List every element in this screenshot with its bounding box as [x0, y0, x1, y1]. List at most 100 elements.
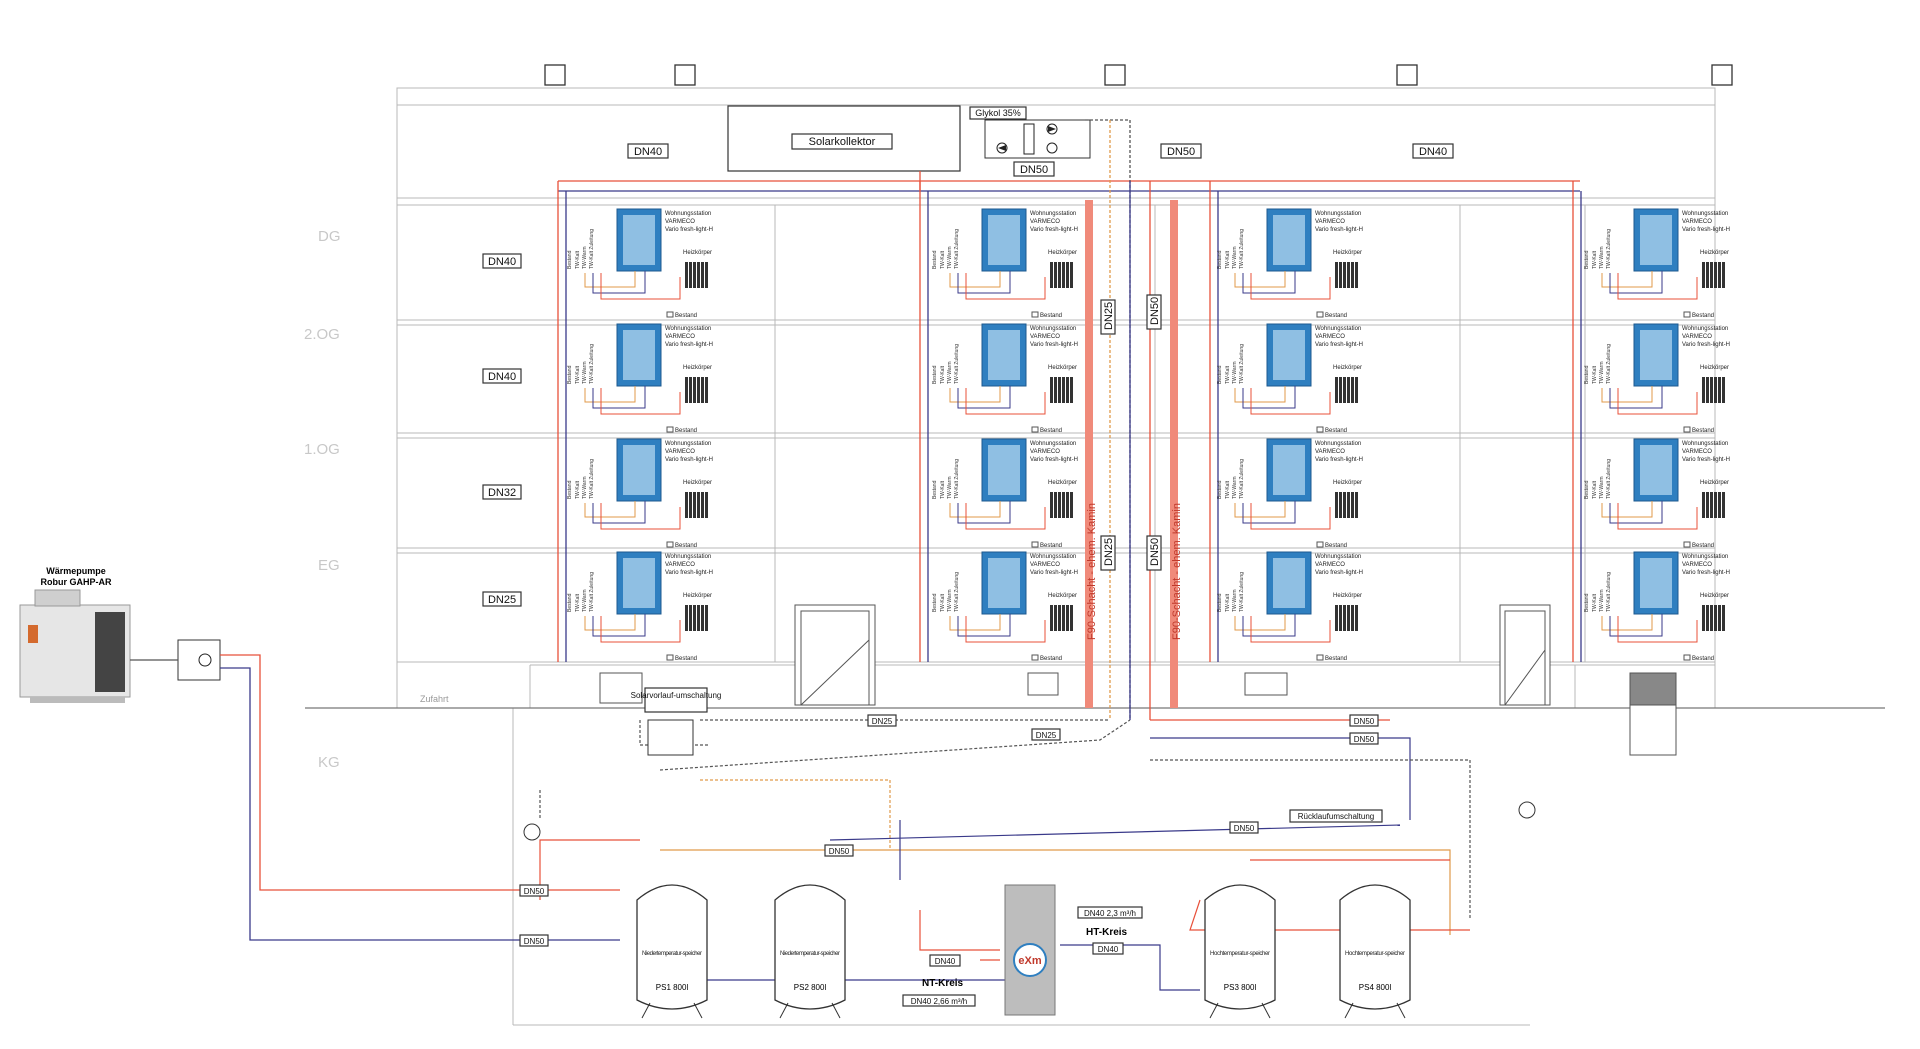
station-pipe [1234, 614, 1286, 631]
radiator-fin [1062, 492, 1065, 518]
station-existing-label: Bestand [1584, 250, 1590, 269]
solar-collector-label: Solarkollektor [791, 133, 893, 150]
dn-label-collector: DN50 [1013, 161, 1055, 177]
station-unit-inner [1640, 445, 1672, 495]
station-legend-label: TW-Warm [1599, 247, 1605, 270]
svg-text:Glykol 35%: Glykol 35% [975, 108, 1021, 118]
station-existing-bottom: Bestand [1692, 543, 1714, 549]
station-existing-label: Bestand [1584, 365, 1590, 384]
radiator-fin [1702, 377, 1705, 403]
station-legend-label: TW-Warm [1599, 362, 1605, 385]
station-pipe [600, 503, 681, 530]
station-pipe [584, 614, 636, 631]
station-title-line: Vario fresh-light-H [1315, 457, 1363, 463]
radiator-fin [701, 377, 704, 403]
station-title-line: VARMECO [665, 562, 695, 568]
svg-text:Solarkollektor: Solarkollektor [809, 136, 876, 148]
station-legend-label: TW-Warm [947, 362, 953, 385]
radiator-fin [1058, 492, 1061, 518]
station-title-line: Wohnungsstation [665, 441, 711, 447]
heatpump-pump-icon [198, 653, 212, 667]
station-existing-bottom: Bestand [1325, 313, 1347, 319]
station-legend-label: TW-Kalt [1592, 480, 1598, 499]
station-pipe [1617, 616, 1698, 643]
dn-label-top-right: DN40 [1412, 143, 1454, 159]
radiator-fin [693, 262, 696, 288]
station-pipe [584, 501, 636, 518]
chimneys [544, 64, 1733, 86]
station-unit-inner [1640, 215, 1672, 265]
station-legend-label: TW-Kalt Zuleitung [1606, 344, 1612, 384]
station-heater-label: Heizkörper [683, 480, 712, 486]
glycol-label: Glykol 35% [969, 106, 1027, 120]
station-title-line: VARMECO [665, 219, 695, 225]
radiator-fin [1070, 377, 1073, 403]
station-existing-label: Bestand [1217, 480, 1223, 499]
radiator-fin [1050, 605, 1053, 631]
svg-text:DN50: DN50 [1354, 717, 1375, 726]
radiator-fin [1335, 605, 1338, 631]
radiator-fin [1066, 262, 1069, 288]
tank-type: Hochtemperatur-speicher [1345, 951, 1405, 957]
svg-text:DN40: DN40 [935, 957, 956, 966]
svg-text:DN50: DN50 [1234, 824, 1255, 833]
radiator-fin [1706, 605, 1709, 631]
station-heater-label: Heizkörper [1333, 250, 1362, 256]
svg-text:NT-Kreis: NT-Kreis [922, 978, 964, 989]
station-title-line: Wohnungsstation [1030, 326, 1076, 332]
radiator-fin [697, 605, 700, 631]
radiator-fin [1058, 262, 1061, 288]
station-title-line: Wohnungsstation [1315, 441, 1361, 447]
station-title-line: Wohnungsstation [1315, 554, 1361, 560]
shaft-left-label: F90-Schacht - ehem. Kamin [1086, 503, 1098, 640]
station-legend-label: TW-Kalt [1225, 480, 1231, 499]
existing-marker [666, 654, 674, 661]
station-legend-label: TW-Kalt Zuleitung [1606, 459, 1612, 499]
existing-marker [666, 541, 674, 548]
radiator-fin [1710, 492, 1713, 518]
radiator-fin [697, 377, 700, 403]
existing-marker [1683, 654, 1691, 661]
station-pipe [957, 386, 1011, 409]
station-pipe [1242, 614, 1296, 637]
station-legend-label: TW-Warm [582, 247, 588, 270]
station-pipe [592, 501, 646, 524]
radiator-fin [1054, 605, 1057, 631]
heat-pump-label-2: Robur GAHP-AR [41, 577, 112, 587]
zufahrt-label: Zufahrt [420, 694, 449, 704]
svg-text:DN40: DN40 [488, 256, 516, 268]
station-existing-label: Bestand [932, 250, 938, 269]
station-title-line: VARMECO [1315, 562, 1345, 568]
svg-text:DN50: DN50 [524, 937, 545, 946]
station-pipe [1234, 271, 1286, 288]
existing-marker [1031, 311, 1039, 318]
tank-leg [1261, 1002, 1271, 1019]
station-existing-bottom: Bestand [675, 656, 697, 662]
svg-text:DN50: DN50 [829, 847, 850, 856]
station-legend-label: TW-Kalt Zuleitung [589, 344, 595, 384]
radiator-fin [1050, 492, 1053, 518]
radiator-fin [1351, 605, 1354, 631]
station-legend-label: TW-Kalt [1592, 593, 1598, 612]
radiator-fin [1722, 605, 1725, 631]
radiator-fin [701, 262, 704, 288]
radiator-fin [1355, 377, 1358, 403]
svg-text:DN50: DN50 [1149, 538, 1161, 566]
station-legend-label: TW-Warm [947, 477, 953, 500]
station-pipe [1609, 386, 1663, 409]
station-pipe [592, 271, 646, 294]
station-legend-label: TW-Kalt [575, 365, 581, 384]
svg-text:DN50: DN50 [1354, 735, 1375, 744]
radiator-fin [1062, 605, 1065, 631]
station-legend-label: TW-Kalt Zuleitung [954, 229, 960, 269]
tank-leg [779, 1002, 789, 1019]
tank-type: Niedertemperatur-speicher [780, 951, 840, 957]
tank-leg [1396, 1002, 1406, 1019]
heat-pump-label-1: Wärmepumpe [46, 566, 106, 576]
radiator-fin [1355, 262, 1358, 288]
